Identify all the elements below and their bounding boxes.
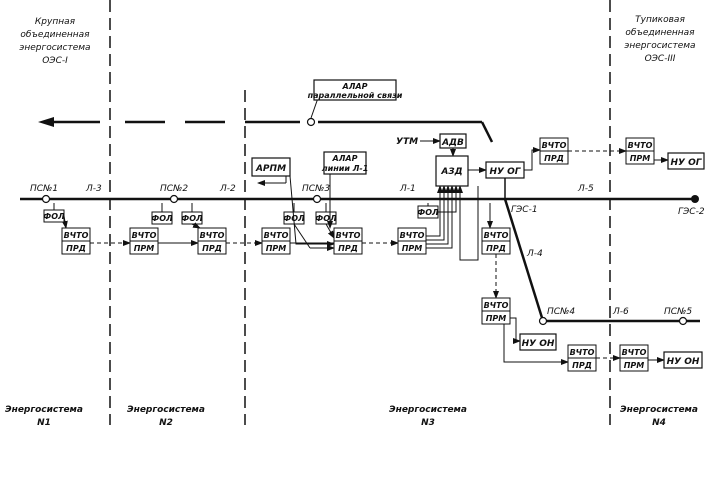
alar-parallel-label-2: параллельной связи <box>308 91 403 100</box>
region-oes3-title: Тупиковая объединенная энергосистема ОЭС… <box>624 15 695 64</box>
vchto-prm-n3b-bottom: ПРМ <box>402 244 423 253</box>
n1-label-2: N1 <box>37 418 51 428</box>
fol-1-label: ФОЛ <box>43 212 65 221</box>
ges2-node <box>691 195 699 203</box>
nu-og-right-label: НУ ОГ <box>671 158 703 168</box>
vchto-prd-n3a-top: ВЧТО <box>336 231 361 240</box>
vchto-prd-n1-top: ВЧТО <box>64 231 89 240</box>
n3-label-1: Энергосистема <box>389 405 467 415</box>
vchto-prd-ges1-down-bottom: ПРД <box>486 244 506 253</box>
bottom-labels: Энергосистема N1 Энергосистема N2 Энерго… <box>5 405 698 428</box>
vchto-prd-n1-bottom: ПРД <box>66 244 86 253</box>
alar-line-box <box>323 151 367 175</box>
alar-parallel-leader <box>310 97 319 119</box>
fol-6-label: ФОЛ <box>417 208 439 217</box>
ges1-label: ГЭС-1 <box>511 205 538 215</box>
ps5-label: ПС№5 <box>664 307 692 317</box>
vchto-prd-ges1-up-bottom: ПРД <box>544 154 564 163</box>
vchto-prm-ps4-bottom: ПРМ <box>486 314 507 323</box>
ps4-label: ПС№4 <box>547 307 575 317</box>
vchto-prm-n3a-bottom: ПРМ <box>266 244 287 253</box>
arpm-box <box>251 157 291 177</box>
fol-3-label: ФОЛ <box>181 214 203 223</box>
nu-on-2-label: НУ ОН <box>667 357 700 367</box>
n1-label-1: Энергосистема <box>5 405 83 415</box>
vchto-prm-n2-bottom: ПРМ <box>134 244 155 253</box>
ps3-label: ПС№3 <box>302 184 330 194</box>
vchto-prm-n4-bottom: ПРМ <box>624 361 645 370</box>
alar-line-label-2: линии Л-1 <box>322 164 369 173</box>
oes1-line-4: ОЭС-I <box>42 56 68 66</box>
oes3-line-4: ОЭС-III <box>645 54 676 64</box>
oes1-line-1: Крупная <box>35 17 76 27</box>
vchto-prd-n2-bottom: ПРД <box>202 244 222 253</box>
ges2-label: ГЭС-2 <box>678 207 705 217</box>
azd-box <box>435 155 469 187</box>
n4-label-2: N4 <box>652 418 666 428</box>
vchto-prd-ps4-top: ВЧТО <box>570 348 595 357</box>
vchto-prm-oes3-top: ВЧТО <box>628 141 653 150</box>
oes3-line-2: объединенная <box>625 28 695 38</box>
line-l4-label: Л-4 <box>526 249 543 259</box>
oes3-line-1: Тупиковая <box>635 15 685 25</box>
vchto-prm-ps4-top: ВЧТО <box>484 301 509 310</box>
line-l5-label: Л-5 <box>577 184 594 194</box>
oes3-line-3: энергосистема <box>624 41 695 51</box>
line-l1-label: Л-1 <box>399 184 416 194</box>
oes1-line-2: объединенная <box>20 30 90 40</box>
ps5-node <box>678 316 688 326</box>
fol-5-label: ФОЛ <box>315 214 337 223</box>
line-l4 <box>503 198 545 322</box>
ps2-label: ПС№2 <box>160 184 188 194</box>
n4-label-1: Энергосистема <box>620 405 698 415</box>
alar-parallel-label-1: АЛАР <box>342 82 368 91</box>
vchto-prm-n4-top: ВЧТО <box>622 348 647 357</box>
vchto-prd-ges1-down-top: ВЧТО <box>484 231 509 240</box>
nu-on-1-label: НУ ОН <box>522 339 555 349</box>
n3-label-2: N3 <box>421 418 435 428</box>
azd-label: АЗД <box>440 167 462 177</box>
alar-parallel-box <box>313 79 397 101</box>
ps4-node <box>538 316 548 326</box>
nu-on-1-box <box>519 333 557 351</box>
vchto-prm-oes3-bottom: ПРМ <box>630 154 651 163</box>
arpm-label: АРПМ <box>255 164 286 174</box>
n2-label-1: Энергосистема <box>127 405 205 415</box>
fol-2-label: ФОЛ <box>151 214 173 223</box>
alar-parallel-point <box>306 117 316 127</box>
vchto-prd-n3a-bottom: ПРД <box>338 244 358 253</box>
ps1-label: ПС№1 <box>30 184 58 194</box>
n2-label-2: N2 <box>159 418 173 428</box>
oes1-line-3: энергосистема <box>19 43 90 53</box>
region-dividers <box>109 0 611 425</box>
vchto-prm-n2-top: ВЧТО <box>132 231 157 240</box>
vchto-prd-ps4-bottom: ПРД <box>572 361 592 370</box>
line-l6-label: Л-6 <box>612 307 629 317</box>
vchto-prd-n2-top: ВЧТО <box>200 231 225 240</box>
parallel-link-arrow <box>38 117 494 143</box>
region-oes1-title: Крупная объединенная энергосистема ОЭС-I <box>19 17 90 66</box>
vchto-prd-ges1-up-top: ВЧТО <box>542 141 567 150</box>
azd-input-links <box>426 185 479 261</box>
nu-og-right-box <box>667 152 705 170</box>
adv-label: АДВ <box>441 138 464 148</box>
alar-line-label-1: АЛАР <box>332 154 358 163</box>
vchto-prm-n3b-top: ВЧТО <box>400 231 425 240</box>
line-l2-label: Л-2 <box>219 184 236 194</box>
nu-og-center-label: НУ ОГ <box>490 167 522 177</box>
utm-label: УТМ <box>396 137 418 147</box>
ps1-node <box>41 194 51 204</box>
line-l3-label: Л-3 <box>85 184 102 194</box>
ps2-node <box>169 194 179 204</box>
vchto-prm-n3a-top: ВЧТО <box>264 231 289 240</box>
ps3-node <box>312 194 322 204</box>
nu-on-2-box <box>663 351 703 369</box>
